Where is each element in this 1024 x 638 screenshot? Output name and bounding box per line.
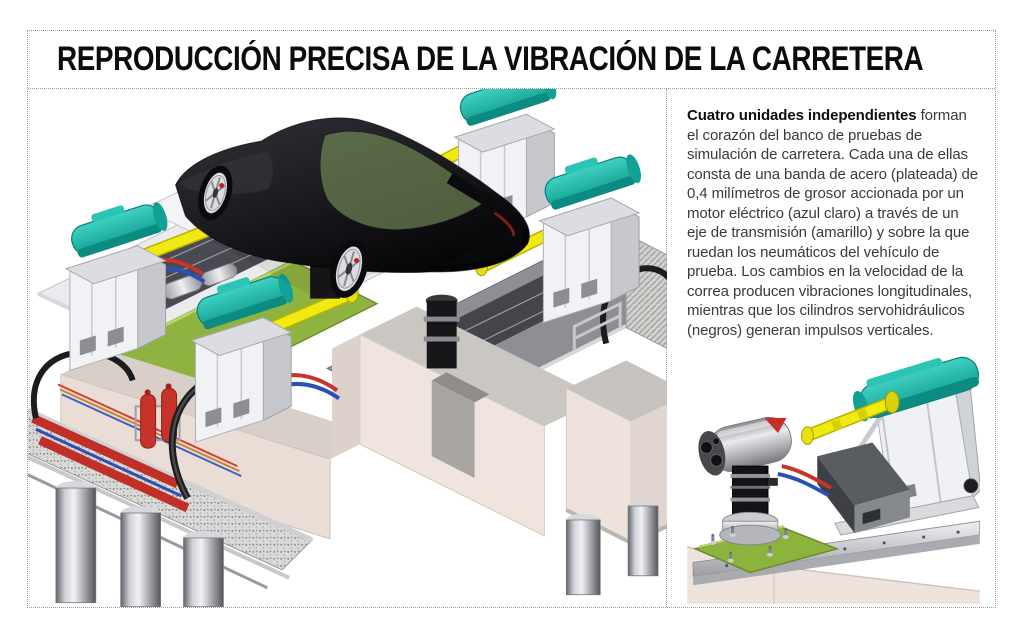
description-paragraph: Cuatro unidades independientes forman el… — [687, 106, 981, 340]
content-area: Cuatro unidades independientes forman el… — [28, 89, 995, 607]
handrail — [572, 301, 622, 351]
support-pillars-right — [565, 501, 659, 596]
detail-drive-shaft — [800, 390, 900, 445]
unit-detail-illustration — [687, 356, 982, 604]
test-car — [175, 117, 530, 299]
detail-servo-cylinder — [730, 465, 778, 518]
car-wheel-rear — [329, 239, 369, 298]
detail-flange-base — [719, 511, 782, 546]
detail-roller — [963, 478, 979, 494]
description-lead: Cuatro unidades independientes — [687, 107, 917, 124]
description-body: forman el corazón del banco de pruebas d… — [687, 107, 979, 339]
support-pillars-left — [55, 481, 224, 607]
infographic-frame: REPRODUCCIÓN PRECISA DE LA VIBRACIÓN DE … — [27, 30, 996, 608]
detail-hoses — [777, 464, 832, 498]
title-bar: REPRODUCCIÓN PRECISA DE LA VIBRACIÓN DE … — [28, 31, 995, 89]
detail-illustration-panel — [687, 340, 982, 609]
page-title: REPRODUCCIÓN PRECISA DE LA VIBRACIÓN DE … — [57, 40, 924, 78]
test-bench-illustration — [28, 89, 667, 607]
concrete-block-center — [332, 306, 602, 537]
detail-belt-housing — [817, 442, 910, 534]
car-wheel-front — [198, 165, 233, 221]
detail-bolt-studs — [709, 525, 789, 563]
text-column: Cuatro unidades independientes forman el… — [666, 89, 995, 607]
detail-drum — [698, 416, 792, 476]
main-illustration-panel — [28, 89, 667, 607]
